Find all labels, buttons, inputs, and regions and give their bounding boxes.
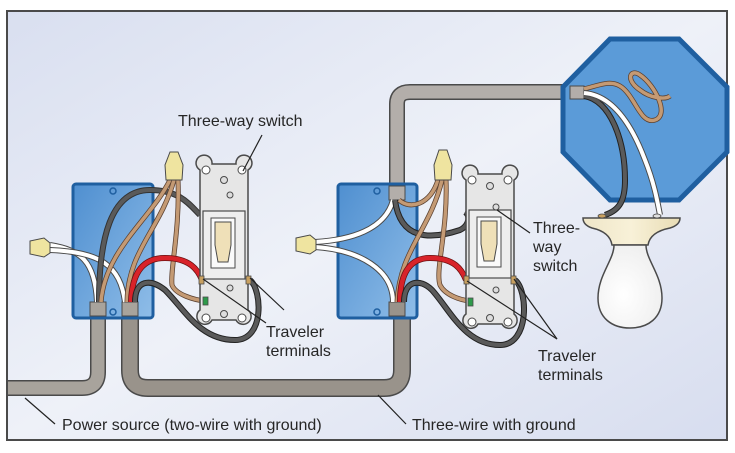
label-three-way-switch-right-1: Three- [533, 220, 580, 237]
label-traveler-terminals-left-1: Traveler [266, 324, 325, 341]
wires-left-box [49, 178, 262, 344]
light-fixture [582, 213, 681, 246]
label-three-wire-with-ground: Three-wire with ground [412, 417, 576, 434]
label-traveler-terminals-right-1: Traveler [538, 348, 597, 365]
wire-connector [164, 151, 184, 181]
three-way-switch-left[interactable] [195, 154, 253, 326]
power-source-cable [8, 305, 106, 396]
label-power-source: Power source (two-wire with ground) [62, 417, 322, 434]
label-traveler-terminals-right-2: terminals [538, 367, 603, 384]
wire-connector [433, 149, 453, 181]
label-three-way-switch-right-3: switch [533, 258, 577, 275]
light-bulb [597, 244, 663, 329]
three-way-switch-right[interactable] [461, 164, 519, 330]
three-wire-cable [121, 305, 411, 397]
label-traveler-terminals-left-2: terminals [266, 343, 331, 360]
leader-lines [24, 134, 558, 425]
wire-connector [295, 234, 317, 255]
wire-connector [29, 237, 51, 258]
label-three-way-switch-right-2: way [532, 239, 561, 256]
light-cable [389, 84, 580, 196]
fixture-wires [583, 70, 672, 218]
label-three-way-switch-left: Three-way switch [178, 113, 302, 130]
